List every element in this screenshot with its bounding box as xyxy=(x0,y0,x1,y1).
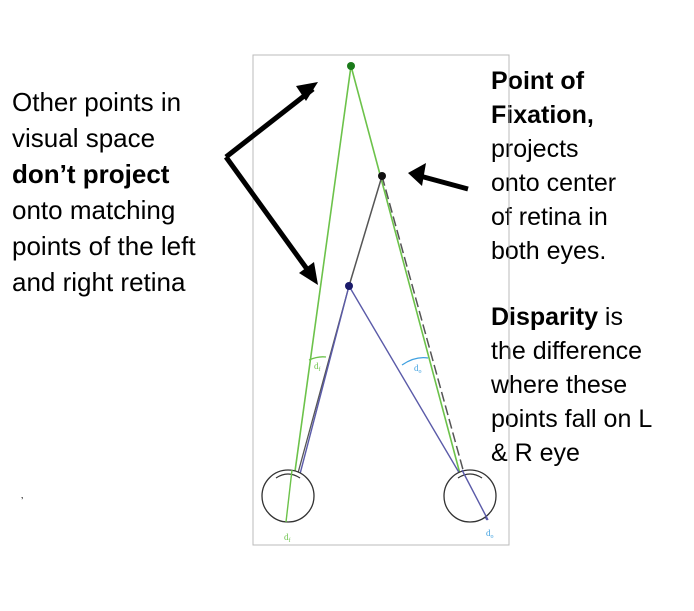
arrow-to-fixation-shaft xyxy=(419,173,469,192)
fixation-line4: both eyes. xyxy=(491,237,607,265)
fixation-line1: projects xyxy=(491,135,579,163)
disparity-line5: & R eye xyxy=(491,439,580,467)
left-angle-arc xyxy=(308,356,327,361)
arrow-to-top-shaft xyxy=(224,87,315,159)
arrow-to-lower-head xyxy=(299,262,318,285)
disparity-line3: where these xyxy=(491,371,628,399)
right-eye-lens xyxy=(457,473,483,479)
left-annotation: Other points in visual space don’t proje… xyxy=(12,84,252,300)
disparity-line2: the difference xyxy=(491,337,643,365)
left-eye-green-ray xyxy=(285,469,293,523)
left-annotation-line2: visual space xyxy=(12,123,156,153)
right-angle-label: do xyxy=(414,363,422,375)
right-green-line xyxy=(350,65,468,501)
left-annotation-bold: don’t project xyxy=(12,159,170,189)
fixation-title-line2: Fixation, xyxy=(491,101,594,129)
left-bottom-label: df xyxy=(284,532,291,544)
right-angle-arc xyxy=(401,357,429,366)
fixation-line2: onto center xyxy=(491,169,617,197)
left-annotation-line5: points of the left xyxy=(12,231,196,261)
disparity-annotation: Disparity is the difference where these … xyxy=(491,300,691,470)
right-bottom-label: do xyxy=(486,528,494,540)
right-eye-blue-ray xyxy=(461,469,489,521)
other-point xyxy=(345,282,353,290)
fixation-title-line1: Point of xyxy=(491,67,585,95)
fixation-point xyxy=(378,172,386,180)
disparity-line1-rest: is xyxy=(597,303,623,331)
gray-line-upper xyxy=(348,175,383,287)
left-annotation-line6: and right retina xyxy=(12,267,186,297)
gray-line-right xyxy=(381,175,471,496)
arrow-to-fixation-head xyxy=(408,163,426,186)
stray-mark: ‚ xyxy=(21,490,24,501)
arrow-to-lower-shaft xyxy=(223,155,315,278)
fixation-line3: of retina in xyxy=(491,203,608,231)
left-annotation-line1: Other points in xyxy=(12,87,182,117)
diagram-frame xyxy=(252,54,510,546)
left-angle-label: df xyxy=(314,361,321,373)
left-annotation-line4: onto matching xyxy=(12,195,176,225)
fixation-top-point xyxy=(347,62,355,70)
left-eye-lens xyxy=(275,473,301,479)
fixation-annotation: Point of Fixation, projects onto center … xyxy=(491,64,691,268)
left-green-line xyxy=(287,65,352,523)
arrow-to-top-head xyxy=(296,82,318,101)
right-eye xyxy=(443,469,497,523)
left-eye xyxy=(261,469,315,523)
disparity-line4: points fall on L xyxy=(491,405,653,433)
